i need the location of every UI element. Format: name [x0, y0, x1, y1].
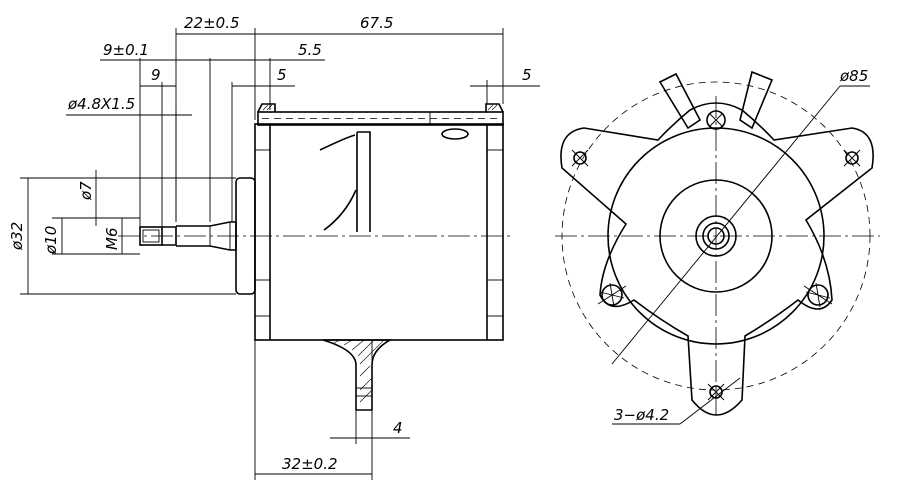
dim-4-8: ø4.8X1.5	[67, 95, 135, 113]
dim-phi10: ø10	[42, 226, 60, 255]
pilot-circle	[659, 179, 773, 293]
tie-rod-left-nut	[257, 103, 276, 113]
dim-9: 9	[151, 66, 161, 84]
mount-hole-right	[843, 149, 861, 167]
bearing-outer	[695, 215, 737, 257]
bottom-bracket	[322, 339, 394, 411]
dim-4: 4	[393, 419, 403, 437]
dim-5-left: 5	[277, 66, 287, 84]
dim-5-right: 5	[522, 66, 532, 84]
dim-5-5: 5.5	[298, 41, 322, 59]
dim-phi7: ø7	[77, 181, 95, 201]
right-nut-hatch	[487, 104, 498, 111]
dim-22: 22±0.5	[184, 14, 240, 32]
housing-circle	[607, 127, 825, 345]
dim-67-5: 67.5	[360, 14, 393, 32]
front-view: ø85 3−ø4.2	[555, 67, 880, 425]
dim-phi32: ø32	[8, 222, 26, 251]
inner-lead-curve-2	[323, 189, 357, 231]
bearing-mid	[702, 222, 730, 250]
left-nut-hatch	[262, 104, 273, 111]
tie-rod-right-nut	[485, 103, 504, 113]
dim-holes: 3−ø4.2	[614, 406, 669, 424]
holes-leader	[679, 377, 741, 425]
screw-top	[706, 110, 726, 130]
dim-phi85: ø85	[839, 67, 868, 85]
shaft-thread-tip	[139, 226, 163, 246]
inner-lead-curve	[319, 134, 356, 151]
mount-hole-left	[571, 149, 589, 167]
screw-right	[803, 282, 833, 308]
bearing-inner	[707, 227, 725, 245]
screw-left	[597, 282, 627, 308]
side-view: 22±0.5 67.5 9±0.1 5.5 9 5 5 ø4.8X1.5 ø32…	[8, 14, 540, 480]
lead-wire-left	[658, 72, 702, 130]
shaft	[176, 221, 237, 251]
dim-9-tol: 9±0.1	[103, 41, 149, 59]
inner-lead-wire	[356, 131, 371, 232]
dim-m6: M6	[103, 228, 121, 251]
tie-rod-head	[441, 128, 469, 140]
bracket-hatch	[333, 339, 385, 403]
shaft-thread-inner	[142, 229, 160, 243]
phi85-leader	[611, 85, 841, 365]
tie-rod	[257, 111, 504, 126]
dim-32: 32±0.2	[282, 455, 338, 473]
lead-wire-right	[739, 70, 774, 130]
shaft-flat	[162, 226, 177, 246]
motor-body	[254, 123, 504, 341]
mounting-flange	[560, 102, 874, 416]
